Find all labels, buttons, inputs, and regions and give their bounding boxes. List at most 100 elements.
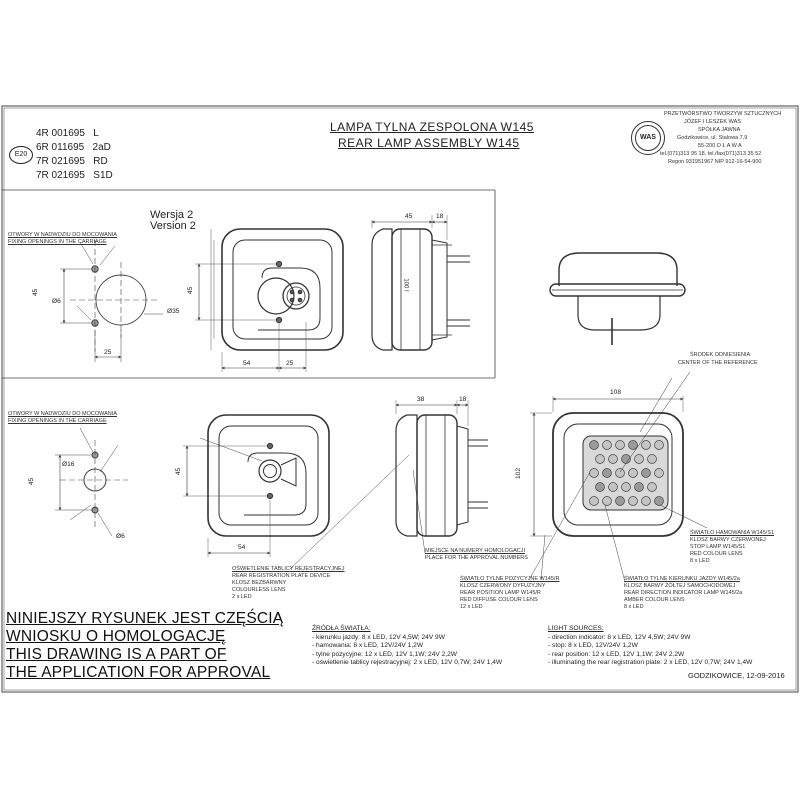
callout-position-lens-en: RED DIFFUSE COLOUR LENS — [460, 597, 538, 603]
callout-plate-lens-pl: KLOSZ BEZBARWNY — [232, 580, 287, 586]
notice-line-2: WNIOSKU O HOMOLOGACJĘ — [6, 628, 226, 645]
led-element — [608, 482, 618, 492]
led-element — [615, 468, 625, 478]
approval-4: 7R 021695 S1D — [36, 170, 113, 181]
company-line-4: Godzikowice, ul. Stalowa 7,9 — [677, 135, 748, 141]
led-element — [654, 440, 664, 450]
light-sources-pl-heading: ŹRÓDŁA ŚWIATŁA: — [312, 625, 371, 632]
callout-position-lens-pl: KLOSZ CZERWONY DYFUZYJNY — [460, 583, 546, 589]
version-label-en: Version 2 — [150, 220, 196, 232]
led-element — [634, 454, 644, 464]
title-polish: LAMPA TYLNA ZESPOLONA W145 — [330, 120, 534, 134]
approval-1: 4R 001695 L — [36, 128, 99, 139]
led-element — [589, 468, 599, 478]
light-source-en-item: - stop: 8 x LED, 12V/24V 1,2W — [548, 642, 638, 649]
led-element — [589, 496, 599, 506]
led-element — [628, 440, 638, 450]
led-element — [641, 440, 651, 450]
fixing-openings-v1 — [55, 427, 128, 537]
callout-indicator-lens-pl: KLOSZ BARWY ŻÓŁTEJ SAMOCHODOWEJ — [624, 583, 736, 589]
callout-leaders — [199, 437, 626, 583]
side-view-v1 — [395, 400, 488, 537]
side-view-v2 — [371, 215, 470, 351]
notice-line-4: THE APPLICATION FOR APPROVAL — [6, 664, 271, 681]
led-element — [628, 496, 638, 506]
led-element — [595, 482, 605, 492]
dim-45-side-v2: 45 — [405, 213, 413, 220]
callout-plate-pl: OŚWIETLENIE TABLICY REJESTRACYJNEJ — [232, 566, 345, 572]
led-element — [595, 454, 605, 464]
fixing-openings-en-bottom: FIXING OPENINGS IN THE CARRIAGE — [8, 418, 107, 424]
led-element — [589, 440, 599, 450]
front-view-v1 — [183, 414, 330, 557]
callout-position-pl: ŚWIATŁO TYLNE POZYCYJNE W145/R — [460, 576, 560, 582]
led-element — [608, 454, 618, 464]
light-sources-en-heading: LIGHT SOURCES: — [548, 625, 604, 632]
dim-38: 38 — [417, 396, 425, 403]
dim-18: 18 — [436, 213, 444, 220]
led-element — [654, 496, 664, 506]
dim-54-v1: 54 — [238, 544, 246, 551]
dim-18-v1: 18 — [459, 396, 467, 403]
dim-102: 102 — [515, 467, 523, 480]
callout-homologation-pl: MIEJSCE NA NUMERY HOMOLOGACJI — [425, 548, 526, 554]
isometric-view — [549, 252, 686, 345]
inner-frame — [3, 107, 797, 691]
light-source-pl-item: - kierunku jazdy: 8 x LED, 12V 4,5W; 24V… — [312, 633, 445, 641]
led-element — [628, 468, 638, 478]
led-element — [647, 454, 657, 464]
dim-25-v2: 25 — [286, 360, 294, 367]
callout-indicator-led: 8 x LED — [624, 604, 644, 610]
callout-indicator-lens-en: AMBER COLOUR LENS — [624, 597, 685, 603]
light-source-pl-item: - hamowania: 8 x LED, 12V/24V 1,2W — [312, 642, 424, 649]
light-source-en-item: - rear position: 12 x LED, 12V 1,1W; 24V… — [548, 650, 685, 658]
callout-plate-lens-en: COLOURLESS LENS — [232, 587, 286, 593]
callout-stop-lens-en: RED COLOUR LENS — [690, 551, 743, 557]
callout-homologation-en: PLACE FOR THE APPROVAL NUMBERS — [425, 555, 528, 561]
front-view-v2 — [195, 228, 344, 372]
reference-label-pl: ŚRODEK ODNIESIENIA — [690, 352, 751, 358]
dim-45-front-v1: 45 — [175, 467, 183, 476]
callout-stop-en: STOP LAMP W145/S1 — [690, 544, 746, 550]
company-line-7: Regon 931951967 NIP 912-16-54-900 — [668, 159, 762, 165]
title-english: REAR LAMP ASSEMBLY W145 — [338, 136, 520, 150]
fixing-openings-en-top: FIXING OPENINGS IN THE CARRIAGE — [8, 239, 107, 245]
reference-label-en: CENTER OF THE REFERENCE — [678, 360, 758, 366]
notice-line-3: THIS DRAWING IS A PART OF — [6, 646, 227, 663]
light-source-en-item: - illuminating the rear registration pla… — [548, 659, 753, 666]
side-approval-mark: 100 I — [402, 278, 409, 292]
dim-d6-v2: Ø6 — [52, 298, 61, 305]
e-mark-label: E20 — [14, 151, 28, 158]
led-element — [615, 496, 625, 506]
callout-indicator-en: REAR DIRECTION INDICATOR LAMP W145/2a — [624, 590, 743, 596]
company-line-6: tel.(071)313 95 18, tel./fax(071)313 35 … — [660, 151, 762, 157]
dim-108: 108 — [610, 389, 622, 396]
dim-d6-v1: Ø6 — [116, 533, 125, 540]
led-element — [615, 440, 625, 450]
company-logo: WAS — [631, 121, 665, 155]
dim-25-fixing-v2: 25 — [104, 349, 112, 356]
rear-view-led — [530, 371, 708, 537]
callout-indicator-pl: ŚWIATŁO TYLNE KIERUNKU JAZDY W145/2a — [624, 576, 740, 582]
led-element — [647, 482, 657, 492]
led-element — [641, 468, 651, 478]
led-element — [602, 496, 612, 506]
light-source-pl-item: - tylne pozycyjne: 12 x LED, 12V 1,1W; 2… — [312, 650, 458, 658]
company-line-1: PRZETWÓRSTWO TWORZYW SZTUCZNYCH — [664, 111, 782, 117]
company-line-5: 55-200 O Ł A W A — [698, 143, 742, 149]
callout-stop-lens-pl: KLOSZ BARWY CZERWONEJ — [690, 537, 766, 543]
light-source-pl-item: - oświetlenie tablicy rejestracyjnej: 2 … — [312, 659, 503, 666]
version-label-pl: Wersja 2 — [150, 209, 194, 221]
callout-plate-led: 2 x LED — [232, 594, 252, 600]
approval-2: 6R 011695 2aD — [36, 142, 111, 153]
dim-45-fixing-v2: 45 — [32, 288, 40, 297]
light-source-en-item: - direction indicator: 8 x LED, 12V 4,5W… — [548, 633, 691, 641]
callout-plate-en: REAR REGISTRATION PLATE DEVICE — [232, 573, 331, 579]
callout-stop-led: 8 x LED — [690, 558, 710, 564]
fixing-openings-pl-top: OTWORY W NADWOZIU DO MOCOWANIA — [8, 232, 117, 238]
company-line-3: SPÓŁKA JAWNA — [698, 127, 741, 133]
drawing-date: GODZIKOWICE, 12-09-2016 — [688, 671, 785, 680]
fixing-openings-pl-bottom: OTWORY W NADWOZIU DO MOCOWANIA — [8, 411, 117, 417]
dim-d35: Ø35 — [167, 308, 180, 315]
